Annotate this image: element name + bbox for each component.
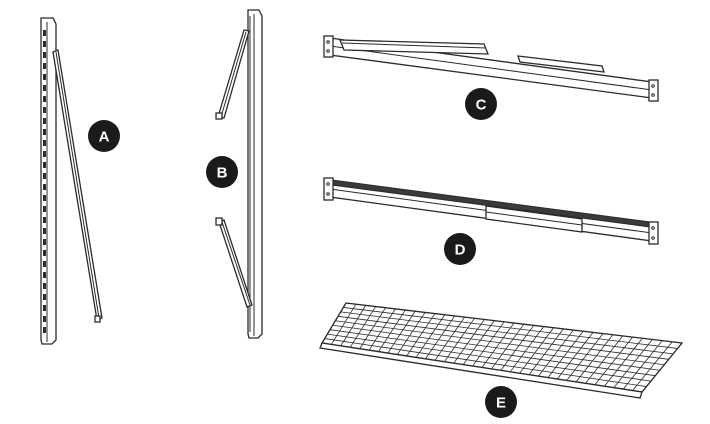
mesh-wire xyxy=(481,322,515,368)
slot xyxy=(43,206,46,212)
mesh-wire xyxy=(337,315,669,360)
slot xyxy=(43,52,46,58)
mesh-wire xyxy=(462,320,495,365)
slot xyxy=(43,272,46,278)
mesh-wire xyxy=(321,302,347,344)
mesh-wire xyxy=(585,335,624,384)
part-a-upright xyxy=(40,17,103,345)
mesh-wire xyxy=(329,329,656,377)
mesh-wire xyxy=(434,316,465,361)
mesh-wire xyxy=(332,324,660,371)
mesh-wire xyxy=(406,313,436,357)
mesh-wire xyxy=(604,338,643,387)
slot xyxy=(43,162,46,168)
mesh-wire xyxy=(622,340,663,390)
mesh-wire xyxy=(453,319,485,364)
mesh-wire xyxy=(566,333,604,381)
slot xyxy=(43,217,46,223)
label-c-text: C xyxy=(476,97,487,114)
mesh-wire xyxy=(349,306,376,348)
slot xyxy=(43,173,46,179)
label-badge-e: E xyxy=(485,386,517,418)
mesh-wire xyxy=(444,318,475,362)
part-d-beam xyxy=(323,177,659,245)
mesh-wire xyxy=(556,332,594,380)
label-d-text: D xyxy=(455,242,466,259)
slot xyxy=(43,85,46,91)
mesh-wire xyxy=(632,341,673,391)
part-b-upright xyxy=(215,9,263,339)
mesh-wire xyxy=(378,309,406,352)
label-badge-c: C xyxy=(465,88,497,120)
slot xyxy=(43,239,46,245)
label-b-text: B xyxy=(217,165,228,182)
label-badge-a: A xyxy=(88,120,120,152)
mesh-wire xyxy=(396,312,426,355)
mesh-wire xyxy=(340,305,367,347)
mesh-wire xyxy=(324,338,647,387)
mesh-wire xyxy=(343,307,678,349)
mesh-wire xyxy=(547,330,584,378)
label-badge-b: B xyxy=(206,156,238,188)
part-e-wire-deck xyxy=(319,302,684,399)
slot xyxy=(43,261,46,267)
mesh-wire xyxy=(575,334,614,383)
slot xyxy=(43,41,46,47)
slot xyxy=(43,107,46,113)
mesh-wire xyxy=(528,328,564,375)
slot xyxy=(43,228,46,234)
mesh-wire xyxy=(340,311,674,355)
slot xyxy=(43,184,46,190)
mesh-wire xyxy=(641,342,683,393)
mesh-wire xyxy=(519,327,554,374)
label-e-text: E xyxy=(496,395,506,412)
slot xyxy=(43,129,46,135)
part-c-beam xyxy=(323,35,659,102)
slot xyxy=(43,30,46,36)
slot xyxy=(43,283,46,289)
mesh-wire xyxy=(425,315,456,360)
slot xyxy=(43,327,46,333)
mesh-wire xyxy=(327,333,651,382)
slot xyxy=(43,316,46,322)
mesh-wire xyxy=(415,314,446,358)
mesh-wire xyxy=(613,339,653,388)
mesh-wire xyxy=(500,325,535,371)
slot xyxy=(43,250,46,256)
mesh-wire xyxy=(538,329,574,377)
mesh-wire xyxy=(345,302,683,344)
slot xyxy=(43,195,46,201)
mesh-wire xyxy=(594,336,633,386)
slot xyxy=(43,96,46,102)
mesh-wire xyxy=(509,326,544,373)
mesh-wire xyxy=(359,307,386,349)
mesh-wire xyxy=(491,323,525,370)
mesh-wire xyxy=(331,303,357,345)
mesh-wire xyxy=(472,321,505,367)
mesh-wire xyxy=(387,311,416,354)
mesh-wire xyxy=(335,320,665,366)
slot xyxy=(43,305,46,311)
mesh-wire xyxy=(368,308,396,351)
label-a-text: A xyxy=(99,129,110,146)
label-badge-d: D xyxy=(444,233,476,265)
slot xyxy=(43,118,46,124)
slot xyxy=(43,63,46,69)
slot xyxy=(43,151,46,157)
slot xyxy=(43,140,46,146)
slot xyxy=(43,294,46,300)
part-a-slots xyxy=(43,30,46,333)
slot xyxy=(43,74,46,80)
